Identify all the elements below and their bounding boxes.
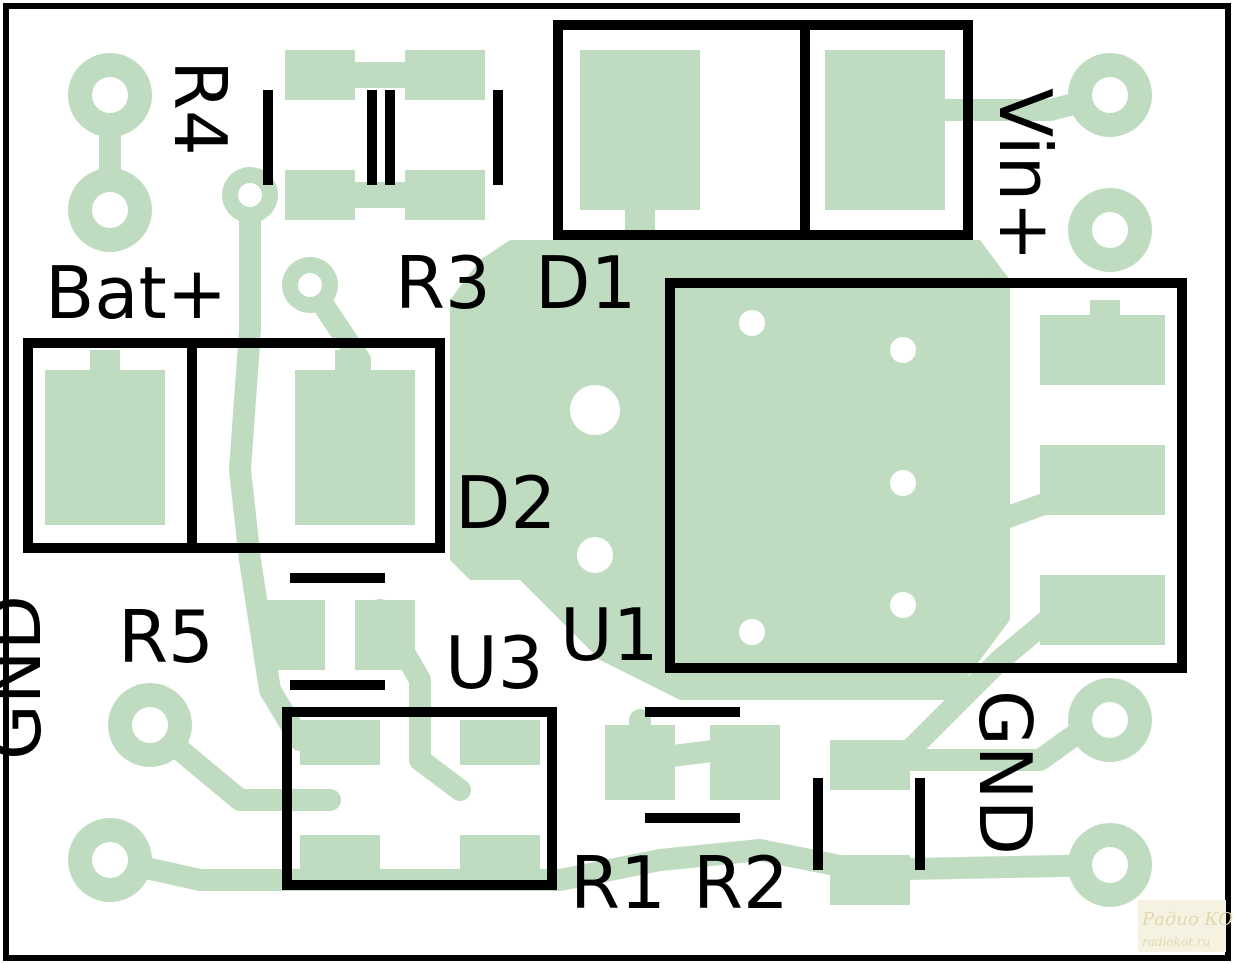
u1-vias — [739, 310, 916, 645]
label-d2: D2 — [455, 461, 556, 545]
label-r3: R3 — [395, 241, 491, 325]
d1-outline — [553, 20, 973, 240]
label-gnd-right: GND — [963, 690, 1047, 855]
label-u1: U1 — [560, 593, 659, 677]
label-r1: R1 — [570, 841, 666, 925]
component-labels: R4 Vin+ Bat+ R3 D1 D2 GND R5 U3 U1 GND R… — [0, 60, 1067, 925]
u3-outline — [282, 707, 557, 890]
watermark-line2: radiokot.ru — [1142, 935, 1210, 949]
label-r5: R5 — [118, 595, 214, 679]
label-r2: R2 — [693, 841, 789, 925]
watermark: Радио КОТ radiokot.ru — [1138, 900, 1234, 952]
label-gnd-left: GND — [0, 595, 57, 760]
u1-outline — [665, 278, 1187, 673]
d2-outline — [23, 338, 445, 553]
label-r4: R4 — [158, 60, 242, 156]
label-vin: Vin+ — [983, 88, 1067, 262]
label-d1: D1 — [535, 241, 636, 325]
label-bat: Bat+ — [45, 251, 227, 335]
silkscreen-layer — [23, 20, 1187, 890]
label-u3: U3 — [445, 621, 544, 705]
watermark-line1: Радио КОТ — [1141, 909, 1234, 930]
